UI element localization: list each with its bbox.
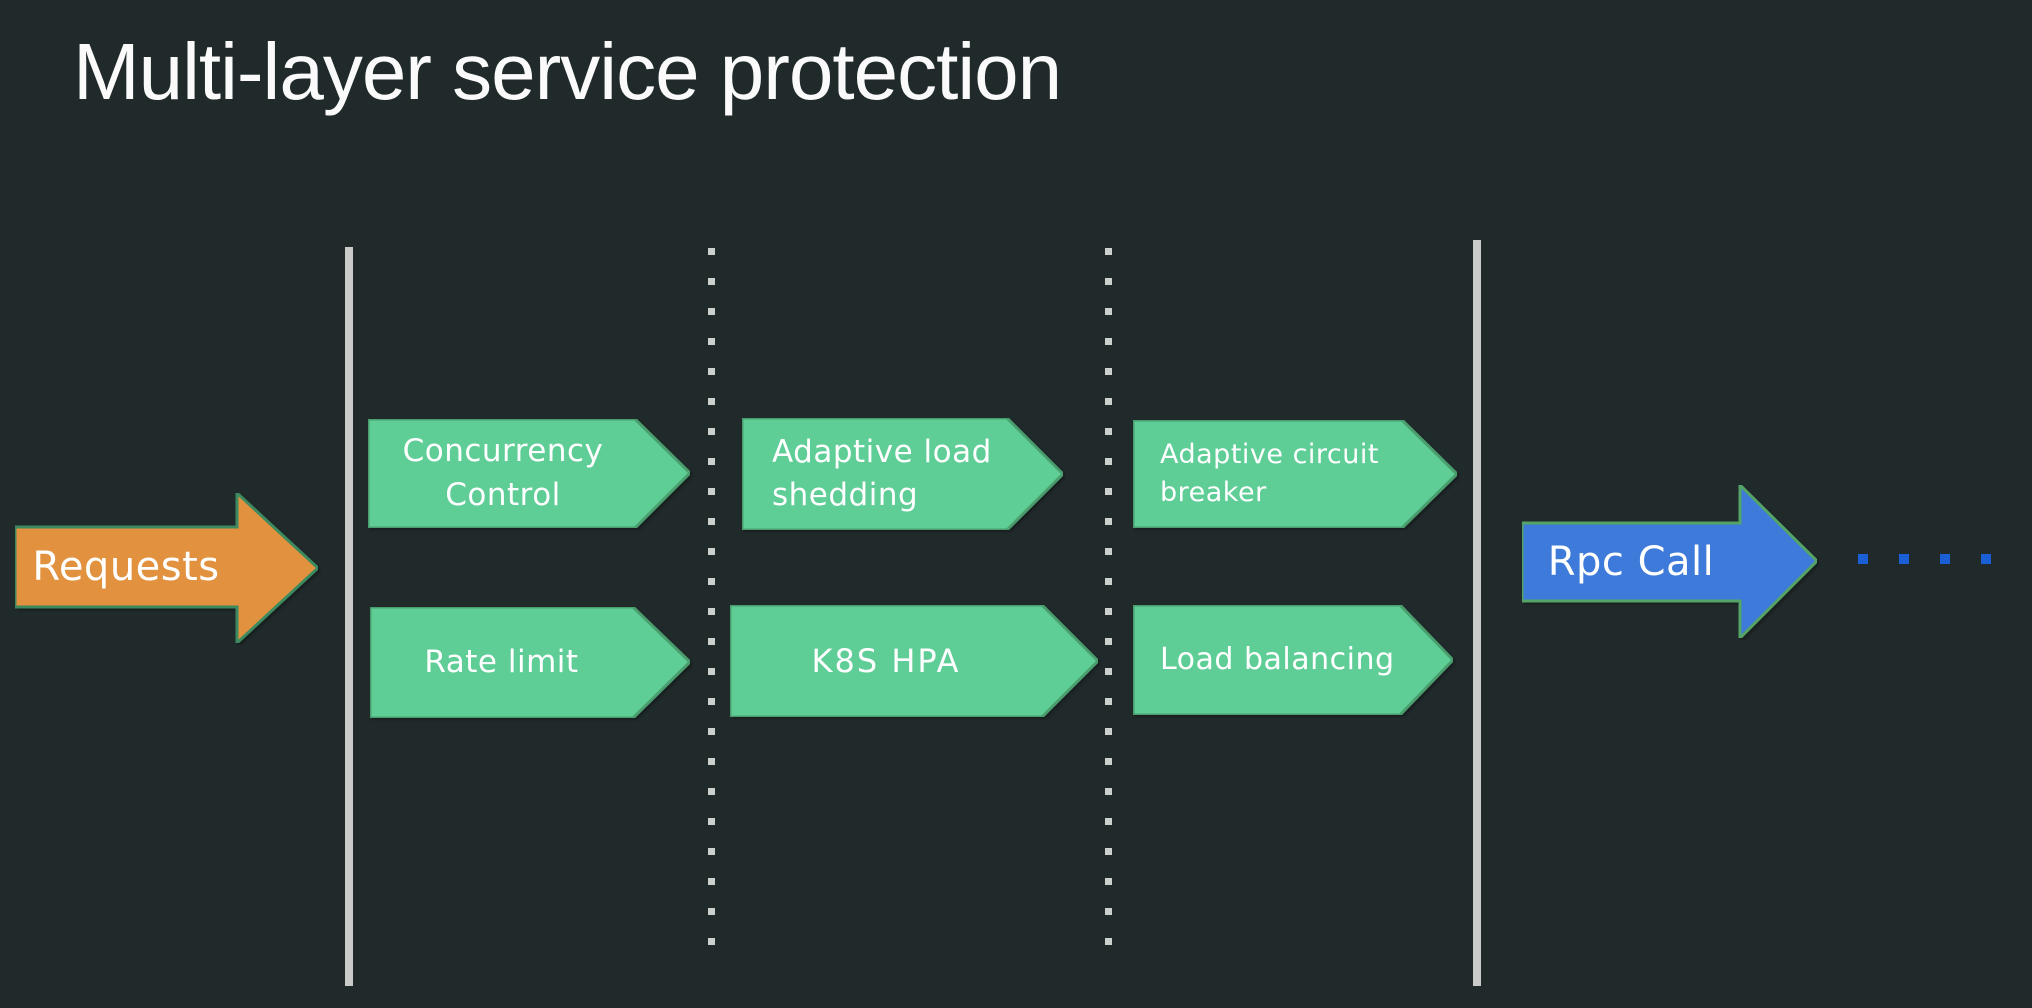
chevron-shape-icon [730,605,1098,717]
stage1-top-arrow: Concurrency Control [368,419,690,528]
stage3-top-arrow: Adaptive circuit breaker [1133,420,1457,528]
stage3-bottom-arrow: Load balancing [1133,605,1453,715]
chevron-shape-icon [1133,420,1457,528]
rpc-call-arrow: Rpc Call [1522,485,1817,638]
stage1-top-label: Concurrency Control [402,433,604,513]
boundary-line-solid-right [1473,240,1481,986]
boundary-line-solid-left [345,247,353,986]
chevron-shape-icon [742,418,1063,530]
continuation-dot [1858,554,1868,564]
boundary-line-dotted-first [708,248,715,965]
continuation-dots [1858,554,2022,564]
requests-arrow-label: Requests [32,544,220,590]
stage2-top-arrow: Adaptive load shedding [742,418,1063,530]
stage2-bottom-label: K8S HPA [811,641,961,680]
stage2-top-label: Adaptive load shedding [772,433,992,513]
stage2-bottom-arrow: K8S HPA [730,605,1098,717]
stage3-top-label: Adaptive circuit breaker [1160,439,1379,508]
right-arrow-icon [15,493,318,643]
requests-arrow: Requests [15,493,318,643]
stage1-bottom-label: Rate limit [424,643,579,680]
continuation-dot [1940,554,1950,564]
continuation-dot [1981,554,1991,564]
stage3-bottom-label: Load balancing [1160,642,1395,677]
right-arrow-icon [1522,485,1817,638]
boundary-line-dotted-second [1105,248,1112,965]
page-title: Multi-layer service protection [73,27,1062,116]
chevron-shape-icon [368,419,690,528]
chevron-shape-icon [370,607,690,718]
continuation-dot [1899,554,1909,564]
rpc-call-arrow-label: Rpc Call [1547,539,1715,585]
stage1-bottom-arrow: Rate limit [370,607,690,718]
chevron-shape-icon [1133,605,1453,715]
